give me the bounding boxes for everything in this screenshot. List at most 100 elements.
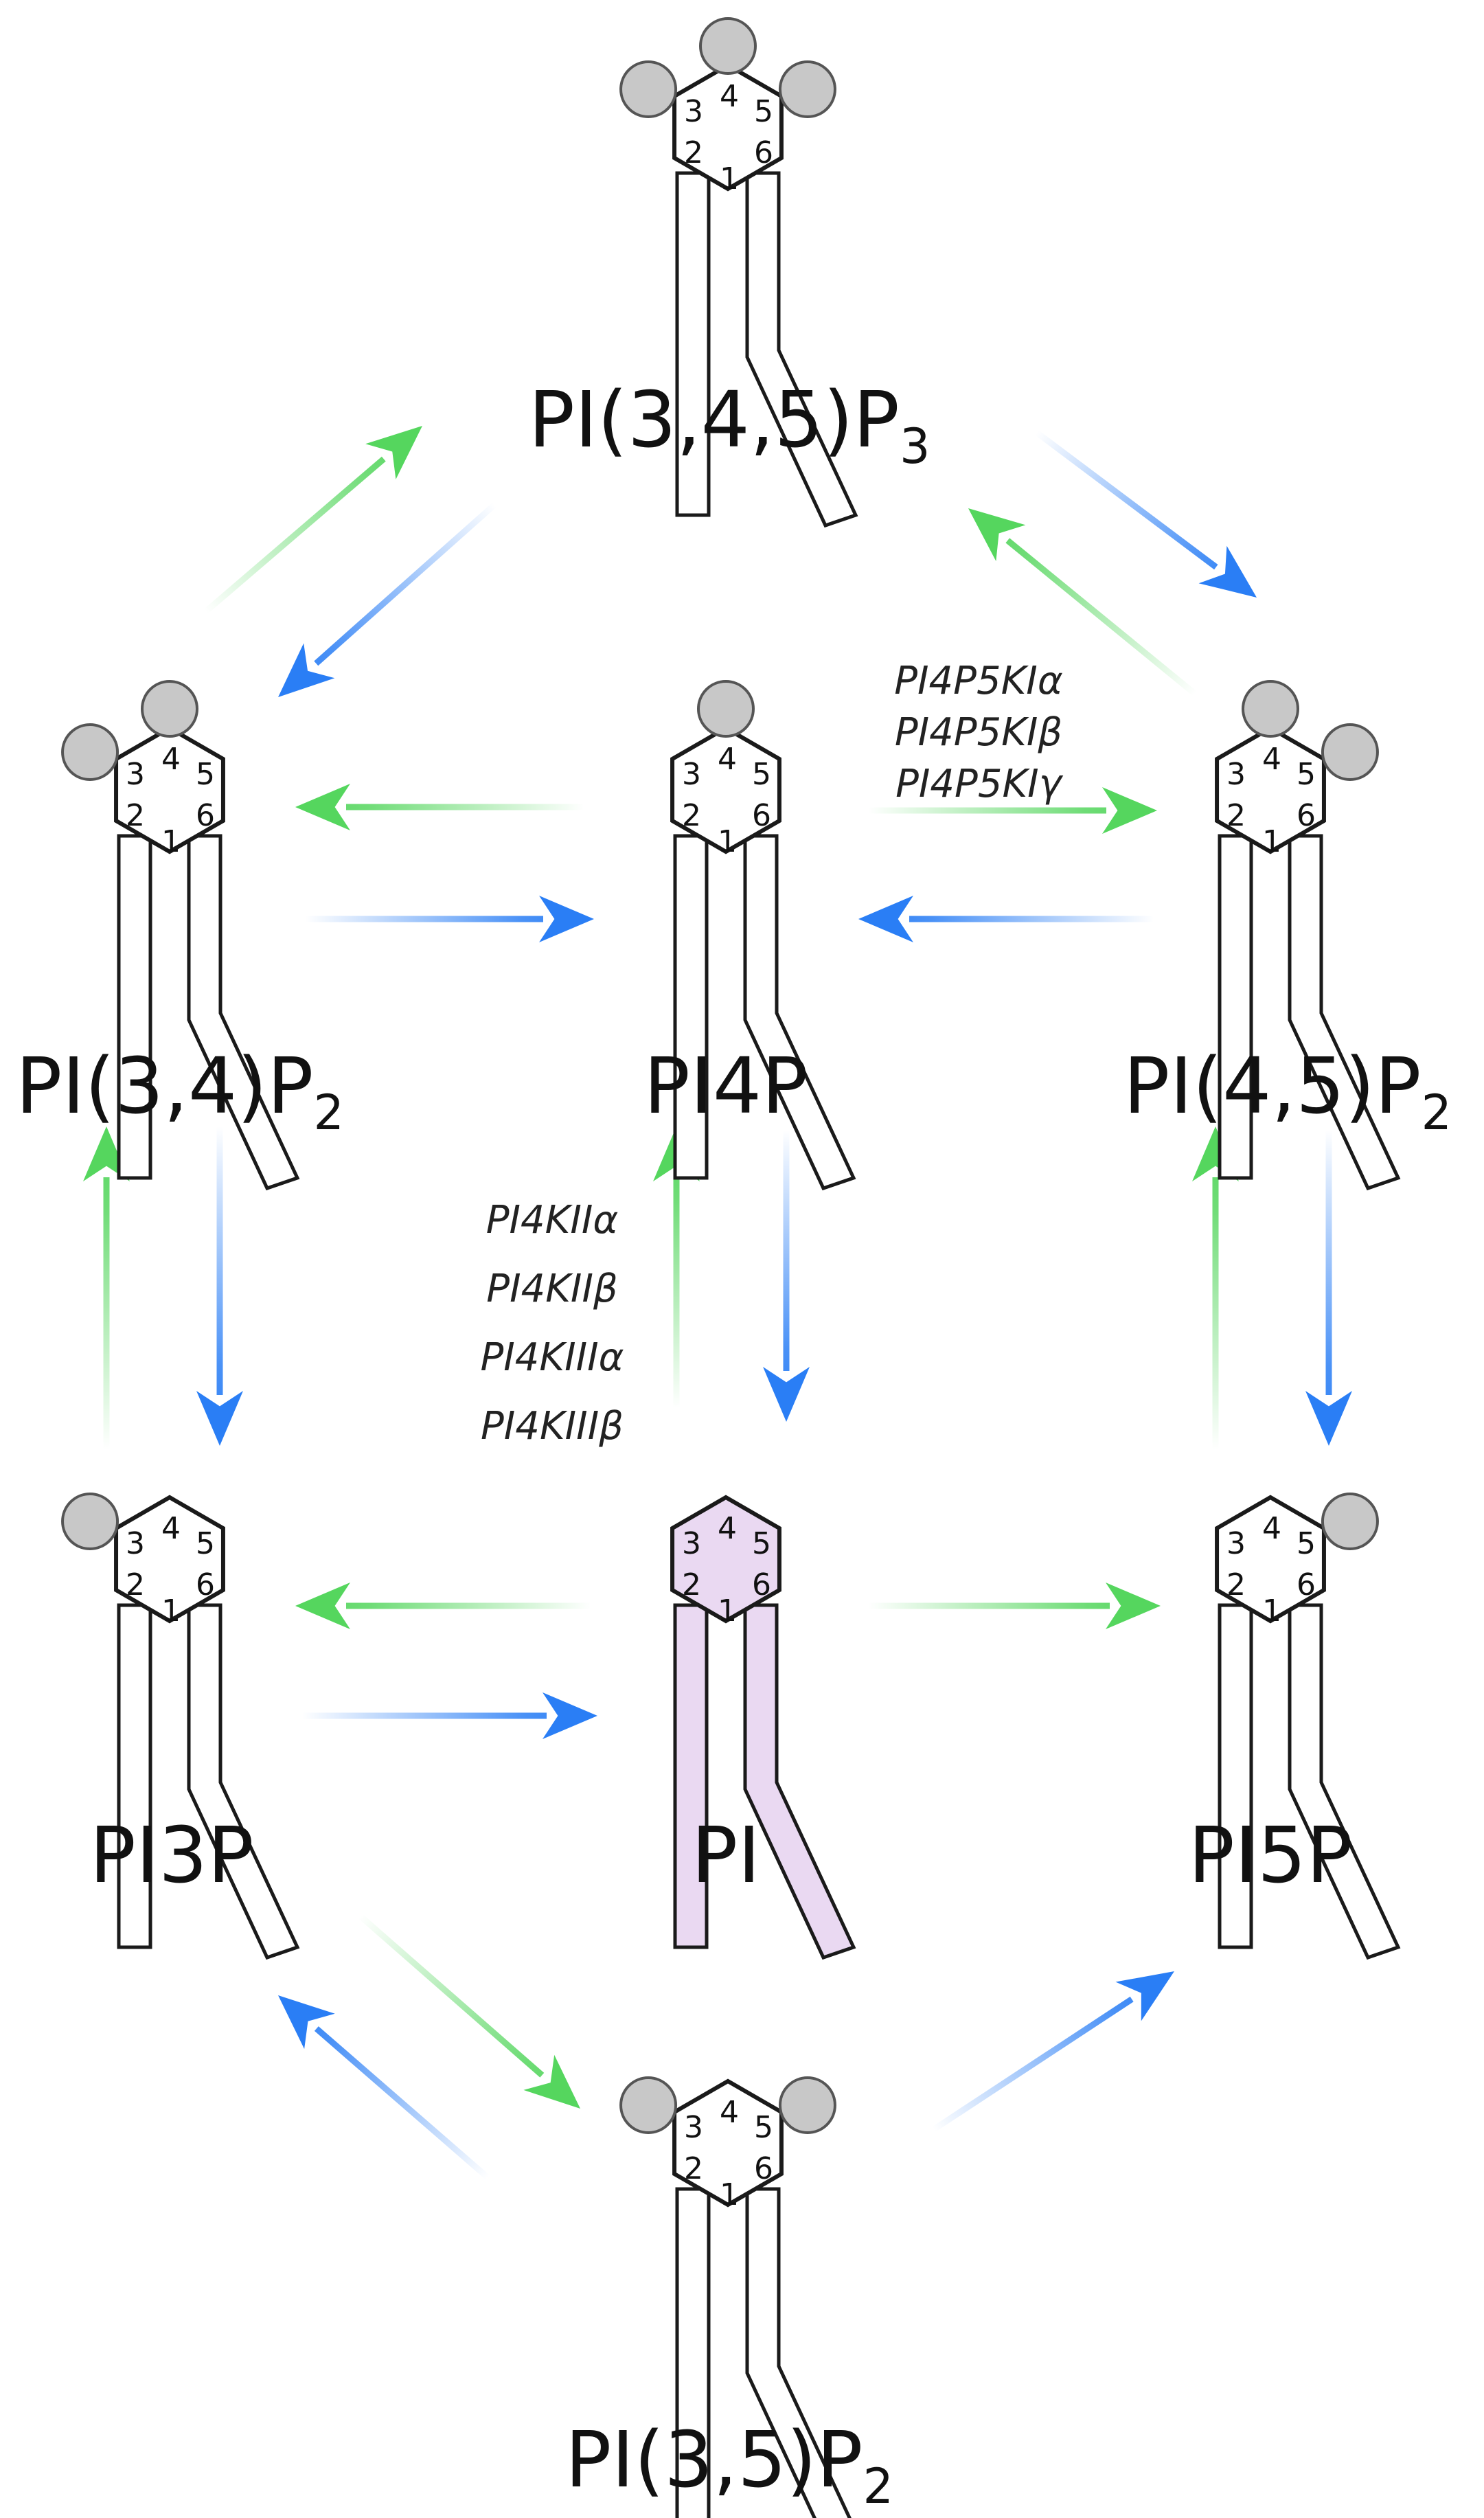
ring-number: 5 [1297,1526,1316,1561]
ring-number: 3 [126,757,145,792]
arrow-pi-to-pi5p-green [869,1583,1161,1629]
molecule-label: PI(3,5)P2 [565,2416,893,2515]
ring-number: 1 [161,1593,181,1629]
arrow-pi3p-to-pi35p2-green [358,1914,580,2109]
lipid-tails [1218,834,1401,1191]
phosphate-group-3 [619,2076,678,2134]
ring-number: 6 [752,798,771,833]
enzyme-name: PI4KIIIα [480,1335,624,1380]
molecule-subscript: 2 [1422,1085,1452,1141]
lipid-tails [117,1603,300,1960]
ring-number: 1 [720,161,739,196]
ring-number: 2 [684,2151,703,2186]
phosphate-group-5 [778,2076,836,2134]
ring-number: 4 [720,2095,739,2130]
lipid-tail-right [187,834,300,1191]
ring-number: 4 [161,742,181,777]
arrow-pi34p2-to-pi4p-blue [306,896,594,942]
ring-number: 1 [1262,1593,1281,1629]
ring-number: 5 [754,2110,773,2145]
phosphate-group-3 [61,723,119,781]
phosphate-group-5 [1321,1493,1379,1550]
phosphate-group-3 [619,60,678,118]
ring-number: 3 [1226,757,1246,792]
ring-number: 3 [682,757,701,792]
arrows-layer [83,426,1352,2180]
phosphate-group-4 [1242,680,1299,738]
molecule-name: PI3P [89,1811,253,1901]
arrow-pi35p2-to-pi5p-blue [932,1971,1174,2132]
arrow-pi34p2-to-pi345p3-green [204,426,422,614]
ring-number: 2 [684,135,703,170]
inositol-ring [670,725,781,854]
ring-number: 6 [754,135,773,170]
phosphate-group-4 [141,680,198,738]
molecule-label: PI(4,5)P2 [1123,1042,1452,1141]
enzyme-name: PI4P5KIβ [895,710,1062,755]
ring-number: 3 [126,1526,145,1561]
phosphate-group-4 [699,17,757,75]
arrow-pi4p-to-pi-blue [763,1130,810,1422]
ring-number: 2 [682,798,701,833]
arrow-pi35p2-to-pi3p-blue [278,1995,490,2180]
ring-number: 3 [682,1526,701,1561]
arrow-pi3p-to-pi-blue [302,1692,597,1739]
ring-number: 6 [196,798,215,833]
ring-number: 3 [1226,1526,1246,1561]
arrow-pi4p-to-pi34p2-green [295,784,584,830]
ring-number: 1 [1262,824,1281,859]
arrow-pi345p3-to-pi34p2-blue [278,502,496,697]
ring-number: 4 [1262,742,1281,777]
ring-number: 1 [718,1593,737,1629]
molecule-label: PI3P [89,1811,253,1901]
molecule-label: PI [692,1811,761,1901]
ring-number: 3 [684,2110,703,2145]
molecule-name: PI(3,4)P [16,1042,314,1131]
ring-number: 2 [126,798,145,833]
arrow-pi345p3-to-pi45p2-blue [1035,430,1257,598]
ring-number: 5 [752,757,771,792]
molecule-label: PI5P [1188,1811,1352,1901]
lipid-tail-right [743,1603,856,1960]
lipid-tails [675,171,858,528]
ring-number: 4 [718,742,737,777]
ring-number: 6 [754,2151,773,2186]
ring-number: 1 [161,824,181,859]
phosphate-group-3 [61,1493,119,1550]
arrow-pi45p2-to-pi5p-blue [1305,1130,1352,1446]
molecule-subscript: 2 [863,2458,894,2515]
arrow-pi4p-to-pi45p2-green [869,787,1157,834]
molecule-name: PI(3,4,5)P [528,376,899,465]
ring-number: 4 [720,79,739,114]
ring-number: 5 [196,757,215,792]
ring-number: 5 [196,1526,215,1561]
lipid-tail-right [187,1603,300,1960]
enzyme-name: PI4KIIIβ [481,1404,624,1449]
molecule-name: PI4P [643,1042,808,1131]
enzyme-name: PI4P5KIγ [895,762,1064,806]
ring-number: 2 [1226,1567,1246,1602]
ring-number: 2 [1226,798,1246,833]
ring-number: 3 [684,94,703,129]
ring-number: 5 [754,94,773,129]
enzyme-name: PI4KIIα [486,1198,619,1243]
lipid-tail-right [745,171,858,528]
lipid-tail-right [745,2187,852,2518]
enzymes-layer: PI4P5KIαPI4P5KIβPI4P5KIγPI4KIIαPI4KIIβPI… [480,659,1063,1449]
inositol-ring [670,1495,781,1624]
lipid-tail-right [743,834,856,1191]
ring-number: 4 [718,1511,737,1546]
lipid-tails [117,834,300,1191]
molecule-name: PI [692,1811,761,1901]
ring-number: 6 [752,1567,771,1602]
arrow-pi-to-pi3p-green [295,1583,591,1629]
